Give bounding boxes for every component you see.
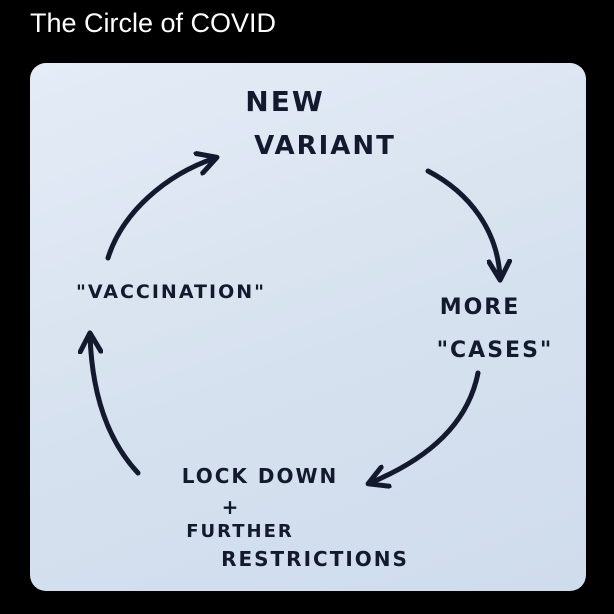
label-cases: "CASES" — [436, 338, 554, 363]
whiteboard-card: NEW VARIANT MORE "CASES" "VACCINATION" L… — [30, 63, 586, 591]
label-new: NEW — [245, 85, 325, 118]
label-restrictions: RESTRICTIONS — [221, 547, 409, 571]
cycle-arrows — [30, 63, 586, 591]
label-variant: VARIANT — [254, 131, 396, 161]
arrow-variant-to-cases — [425, 168, 500, 278]
label-vaccination: "VACCINATION" — [75, 281, 267, 303]
label-further: FURTHER — [186, 521, 294, 542]
arrow-lockdown-to-vaccination — [90, 335, 141, 476]
arrow-vaccination-to-variant — [105, 158, 215, 261]
label-more: MORE — [439, 295, 521, 320]
label-plus: + — [221, 495, 241, 519]
meme-caption: The Circle of COVID — [30, 8, 277, 38]
label-lockdown: LOCK DOWN — [181, 464, 339, 488]
arrow-cases-to-lockdown — [370, 370, 481, 483]
